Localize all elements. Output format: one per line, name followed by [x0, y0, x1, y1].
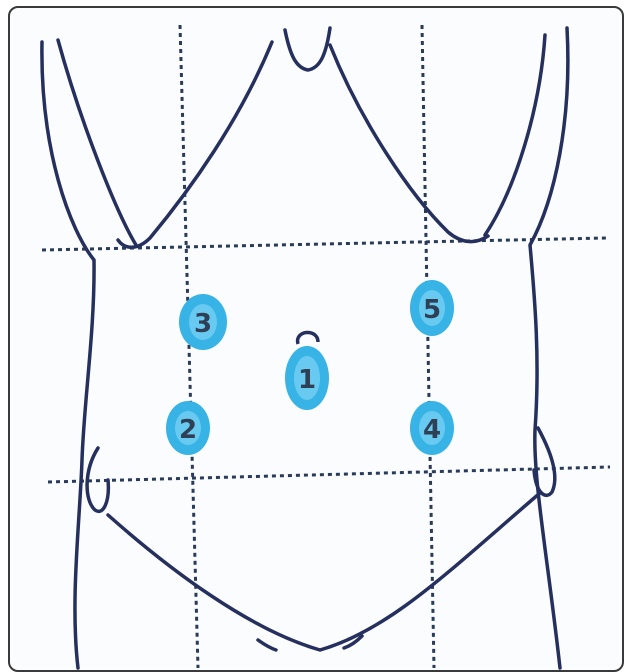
port-2-label: 2: [179, 415, 197, 445]
port-3-label: 3: [194, 309, 212, 339]
pubic-mark-left: [258, 640, 276, 650]
left-arm-outer: [42, 42, 94, 668]
port-2: 2: [166, 401, 210, 455]
lower-horizontal-line: [48, 467, 610, 482]
port-1: 1: [285, 346, 329, 410]
port-5-label: 5: [423, 295, 441, 325]
neck-notch: [285, 28, 330, 70]
right-chest-contour: [330, 45, 488, 242]
port-5: 5: [410, 280, 454, 336]
right-arm-inner: [485, 35, 545, 235]
right-arm-outer: [530, 28, 568, 668]
inguinal-contour: [108, 493, 540, 650]
port-4: 4: [410, 401, 454, 455]
left-chest-contour: [118, 42, 272, 247]
grid-lines: [42, 25, 610, 668]
port-1-label: 1: [298, 365, 316, 395]
port-4-label: 4: [423, 415, 441, 445]
port-markers: 1 2 3 4 5: [166, 280, 454, 455]
right-vertical-line: [422, 25, 434, 668]
port-3: 3: [179, 294, 227, 350]
umbilicus: [298, 332, 318, 344]
